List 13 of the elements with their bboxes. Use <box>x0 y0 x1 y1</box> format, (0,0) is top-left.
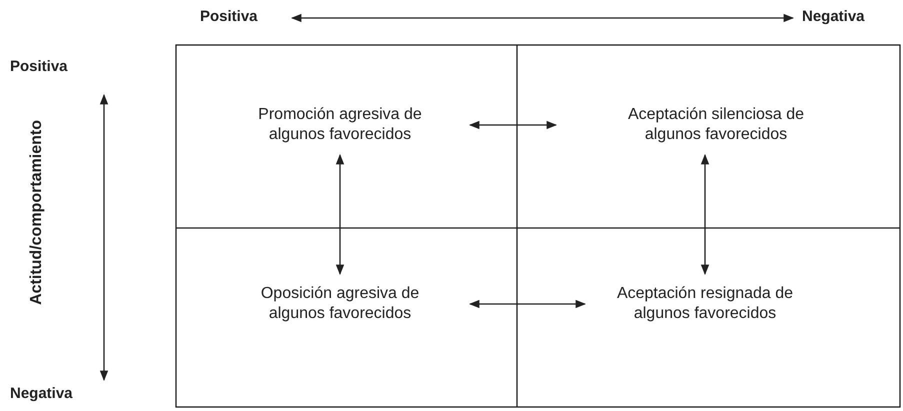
quadrant-text: Oposición agresiva de algunos favorecidos <box>210 274 470 334</box>
axis-label: Positiva <box>10 58 68 75</box>
axis-label: Negativa <box>10 385 73 402</box>
axis-title: Actitud/comportamiento <box>28 120 46 305</box>
quadrant-text: Promoción agresiva de algunos favorecidos <box>210 95 470 155</box>
double-arrow <box>700 154 710 276</box>
double-arrow <box>468 300 586 308</box>
quadrant-text: Aceptación silenciosa de algunos favorecidos <box>556 95 876 155</box>
axis-label: Negativa <box>802 8 865 25</box>
double-arrow <box>336 154 344 276</box>
axis-label: Positiva <box>200 8 258 25</box>
quadrant-text: Aceptación resignada de algunos favorecidos <box>585 274 825 334</box>
double-arrow <box>468 120 558 130</box>
